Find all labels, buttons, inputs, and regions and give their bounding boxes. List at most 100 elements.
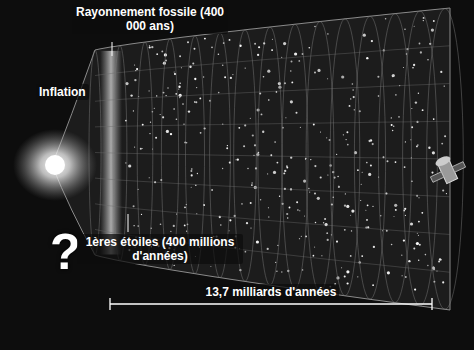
galaxy-dot bbox=[391, 244, 393, 246]
galaxy-dot bbox=[125, 162, 126, 163]
galaxy-dot bbox=[178, 88, 179, 89]
galaxy-dot bbox=[309, 191, 310, 192]
galaxy-dot bbox=[162, 116, 164, 118]
galaxy-dot bbox=[314, 26, 316, 28]
galaxy-dot bbox=[404, 28, 405, 29]
galaxy-dot bbox=[246, 222, 248, 224]
galaxy-dot bbox=[320, 176, 322, 178]
galaxy-dot bbox=[170, 231, 171, 232]
galaxy-dot bbox=[237, 158, 239, 160]
galaxy-dot bbox=[351, 210, 354, 213]
galaxy-dot bbox=[176, 213, 177, 214]
galaxy-dot bbox=[363, 34, 366, 37]
galaxy-dot bbox=[387, 271, 390, 274]
galaxy-dot bbox=[414, 289, 416, 291]
galaxy-dot bbox=[324, 218, 326, 220]
galaxy-dot bbox=[188, 110, 190, 112]
galaxy-dot bbox=[232, 74, 233, 75]
galaxy-dot bbox=[250, 202, 252, 204]
galaxy-dot bbox=[271, 49, 273, 51]
grid-line bbox=[95, 84, 450, 102]
galaxy-dot bbox=[154, 108, 155, 109]
galaxy-dot bbox=[166, 130, 169, 133]
galaxy-dot bbox=[191, 168, 193, 170]
galaxy-dot bbox=[360, 200, 361, 201]
galaxy-dot bbox=[245, 251, 247, 253]
galaxy-dot bbox=[382, 230, 383, 231]
galaxy-dot bbox=[418, 235, 419, 236]
galaxy-dot bbox=[128, 164, 131, 167]
galaxy-dot bbox=[325, 223, 328, 226]
galaxy-dot bbox=[275, 262, 276, 263]
galaxy-dot bbox=[299, 238, 300, 239]
galaxy-dot bbox=[258, 46, 260, 48]
galaxy-dot bbox=[391, 124, 393, 126]
galaxy-dot bbox=[267, 248, 269, 250]
galaxy-dot bbox=[438, 261, 440, 263]
galaxy-dot bbox=[134, 147, 135, 148]
grid-line bbox=[95, 178, 450, 197]
galaxy-dot bbox=[446, 193, 447, 194]
galaxy-dot bbox=[140, 148, 142, 150]
galaxy-dot bbox=[433, 267, 435, 269]
galaxy-dot bbox=[401, 255, 402, 256]
galaxy-dot bbox=[365, 210, 366, 211]
galaxy-dot bbox=[204, 127, 206, 129]
galaxy-dot bbox=[392, 74, 395, 77]
galaxy-dot bbox=[423, 20, 424, 21]
grid-ring bbox=[258, 27, 282, 285]
galaxy-dot bbox=[272, 39, 273, 40]
galaxy-dot bbox=[403, 239, 405, 241]
galaxy-dot bbox=[181, 67, 182, 68]
galaxy-dot bbox=[442, 189, 444, 191]
galaxy-dot bbox=[427, 265, 428, 266]
galaxy-dot bbox=[160, 114, 161, 115]
galaxy-dot bbox=[341, 267, 342, 268]
galaxy-dot bbox=[354, 109, 355, 110]
grid-ring bbox=[113, 46, 127, 261]
galaxy-dot bbox=[366, 162, 368, 164]
galaxy-dot bbox=[368, 173, 371, 176]
galaxy-dot bbox=[262, 131, 264, 133]
galaxy-dot bbox=[149, 133, 150, 134]
galaxy-dot bbox=[337, 176, 339, 178]
galaxy-dot bbox=[415, 101, 417, 103]
galaxy-dot bbox=[336, 241, 338, 243]
galaxy-dot bbox=[290, 157, 292, 159]
grid-ring bbox=[379, 14, 412, 303]
galaxy-dot bbox=[393, 216, 394, 217]
galaxy-dot bbox=[432, 151, 435, 154]
galaxy-dot bbox=[439, 258, 441, 260]
galaxy-dot bbox=[196, 87, 197, 88]
galaxy-dot bbox=[142, 124, 144, 126]
galaxy-dot bbox=[350, 255, 352, 257]
galaxy-dot bbox=[395, 94, 397, 96]
galaxy-dot bbox=[195, 101, 197, 103]
galaxy-dot bbox=[155, 137, 157, 139]
galaxy-dot bbox=[385, 192, 387, 194]
galaxy-dot bbox=[442, 281, 444, 283]
grid-ring bbox=[427, 9, 464, 310]
galaxy-dot bbox=[308, 188, 309, 189]
galaxy-dot bbox=[349, 105, 351, 107]
grid-ring bbox=[306, 22, 334, 293]
galaxy-dot bbox=[257, 108, 260, 111]
galaxy-dot bbox=[211, 47, 213, 49]
galaxy-dot bbox=[299, 210, 300, 211]
galaxy-dot bbox=[234, 215, 236, 217]
galaxy-dot bbox=[353, 96, 355, 98]
galaxy-dot bbox=[130, 94, 132, 96]
galaxy-dot bbox=[313, 123, 315, 125]
galaxy-dot bbox=[297, 209, 298, 210]
galaxy-dot bbox=[367, 204, 369, 206]
galaxy-dot bbox=[125, 82, 128, 85]
galaxy-dot bbox=[167, 87, 168, 88]
galaxy-dot bbox=[141, 214, 142, 215]
galaxy-dot bbox=[350, 215, 351, 216]
galaxy-dot bbox=[254, 144, 256, 146]
galaxy-dot bbox=[186, 142, 188, 144]
galaxy-dot bbox=[190, 170, 192, 172]
galaxy-dot bbox=[235, 159, 236, 160]
galaxy-dot bbox=[291, 60, 293, 62]
galaxy-dot bbox=[345, 193, 346, 194]
